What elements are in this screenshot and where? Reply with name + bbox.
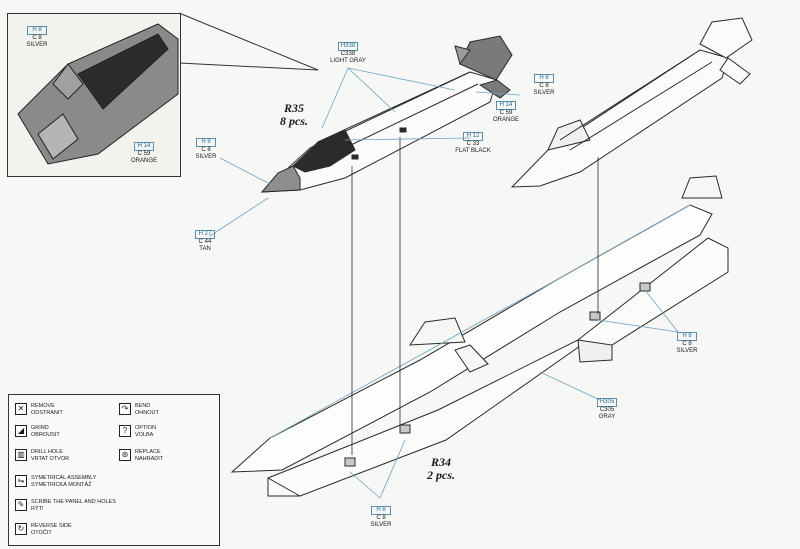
drill-icon: ▥ [15,449,27,461]
callout-orange: H 14 C 59 ORANGE [492,101,519,123]
callout-inset-silver: H 8 C 8 SILVER [26,26,48,48]
inset-leader-bottom [178,62,319,71]
reverse-icon: ↻ [15,523,27,535]
missile-r35-detailed [260,35,513,193]
launcher-rail-r34 [230,175,729,497]
detail-inset: H 8 C 8 SILVER H 14 C 59 ORANGE [7,13,181,177]
inset-leader-top [178,12,319,71]
callout-inset-orange: H 14 C 59 ORANGE [130,142,157,164]
assembly-lines [351,137,599,455]
bend-icon: ↷ [119,403,131,415]
grind-icon: ◢ [15,425,27,437]
option-icon: ? [119,425,131,437]
symmetrical-icon: ⇋ [15,475,27,487]
scribe-icon: ✎ [15,499,27,511]
missile-r35-outline [510,17,753,188]
callout-flat-black: H 12 C 33 FLAT BLACK [455,132,491,154]
remove-icon: ✕ [15,403,27,415]
callout-rail-silver-right: H 8 C 8 SILVER [676,332,698,354]
callout-top-silver: H 8 C 8 SILVER [533,74,555,96]
callout-tan: H 27 C 44 TAN [190,230,220,253]
callout-leaders [209,67,679,499]
callout-light-gray: H338 C338 LIGHT GRAY [330,42,366,64]
callout-gray: H305 C305 GRAY [596,398,618,420]
callout-nose-silver: H 8 C 8 SILVER [195,138,217,160]
part-label-r35: R35 8 pcs. [280,101,308,128]
replace-icon: ⊛ [119,449,131,461]
callout-rail-silver-bottom: H 8 C 8 SILVER [370,506,392,528]
inset-drawing [17,23,179,165]
part-label-r34: R34 2 pcs. [427,455,455,482]
